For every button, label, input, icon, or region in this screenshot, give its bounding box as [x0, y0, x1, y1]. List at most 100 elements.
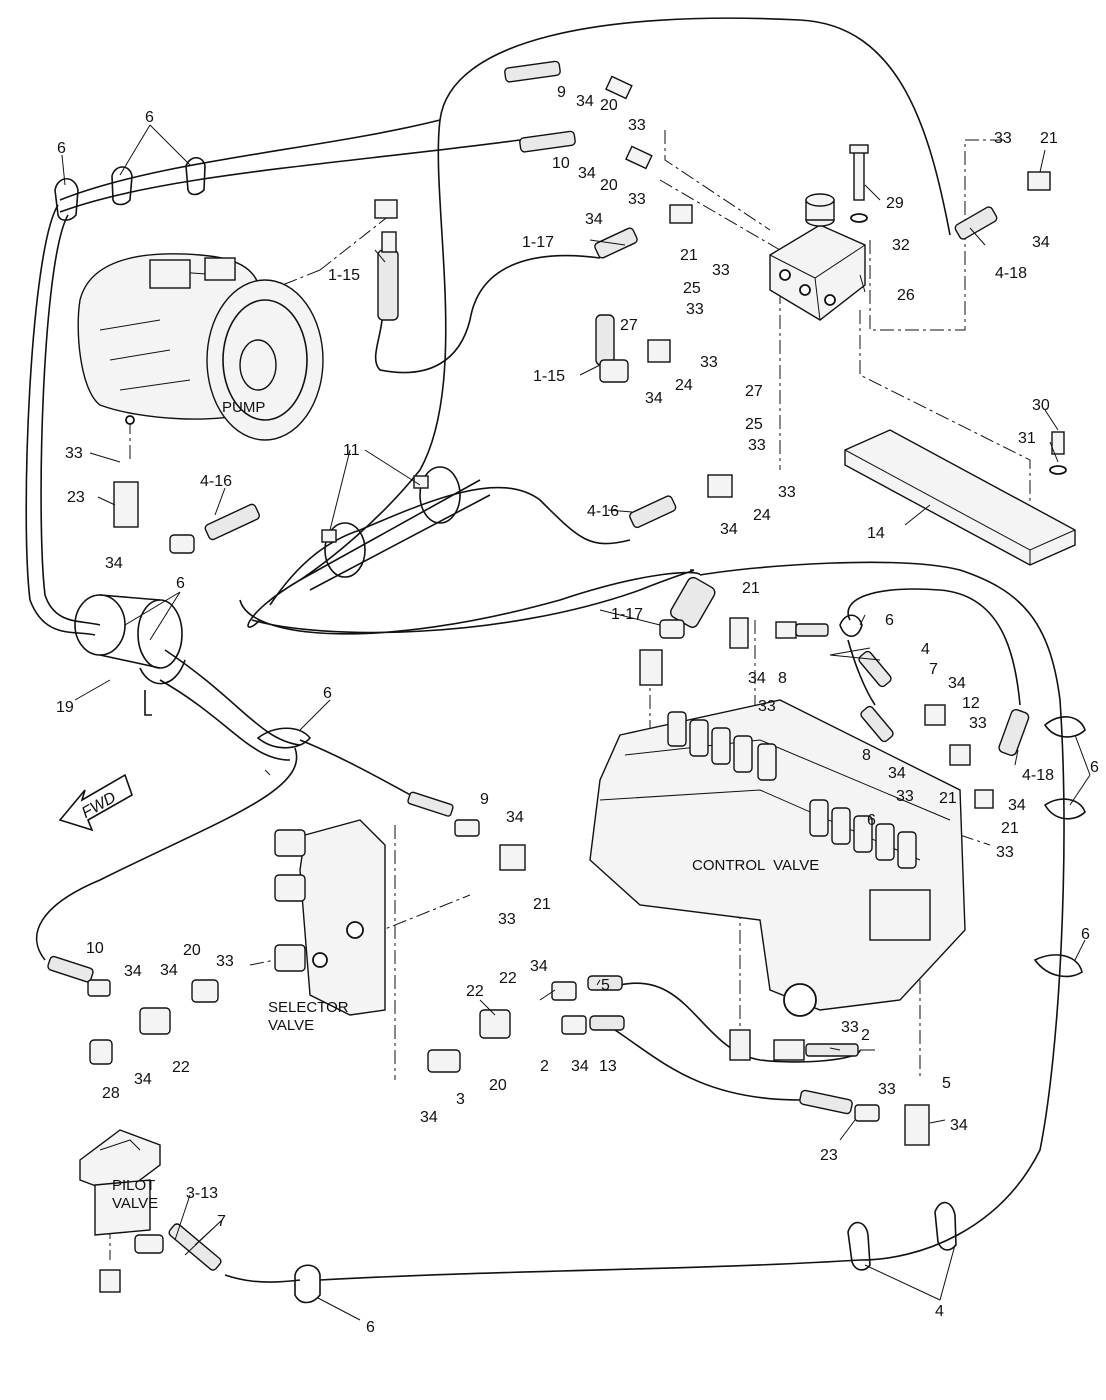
- callout: 1-17: [611, 606, 643, 623]
- callout: 6: [145, 109, 154, 126]
- callout: 33: [758, 698, 776, 715]
- callout: 10: [552, 155, 570, 172]
- callout: 7: [217, 1213, 226, 1230]
- callout: 1-17: [522, 234, 554, 251]
- callout: 3-13: [186, 1185, 218, 1202]
- callout: 33: [748, 437, 766, 454]
- callout: 33: [216, 953, 234, 970]
- callout: 28: [102, 1085, 120, 1102]
- callout: 21: [1001, 820, 1019, 837]
- callout: 34: [576, 93, 594, 110]
- callout: 33: [65, 445, 83, 462]
- callout: 24: [753, 507, 771, 524]
- callout: 6: [57, 140, 66, 157]
- callout: 33: [841, 1019, 859, 1036]
- callout: 21: [742, 580, 760, 597]
- callout: 33: [969, 715, 987, 732]
- callout: 33: [778, 484, 796, 501]
- callout: 20: [489, 1077, 507, 1094]
- callout: 34: [1008, 797, 1026, 814]
- callout: 4: [921, 641, 930, 658]
- component-labels: PUMP CONTROL VALVE SELECTOR VALVE PILOT …: [112, 399, 819, 1212]
- bolts: [849, 144, 1067, 475]
- selector-valve-label-line1: SELECTOR: [268, 999, 349, 1016]
- hose-routing: [25, 17, 1065, 1283]
- callout: 29: [886, 195, 904, 212]
- callout: 25: [683, 280, 701, 297]
- callout: 4: [935, 1303, 944, 1320]
- callout: 8: [862, 747, 871, 764]
- hose-clamps: [299, 466, 491, 591]
- callout: 4-16: [587, 503, 619, 520]
- callout: 8: [778, 670, 787, 687]
- callout: 34: [950, 1117, 968, 1134]
- callout: 33: [712, 262, 730, 279]
- selector-valve-assembly: [274, 819, 386, 1016]
- callout: 30: [1032, 397, 1050, 414]
- callout: 34: [571, 1058, 589, 1075]
- pump-label: PUMP: [222, 399, 265, 416]
- callout: 13: [599, 1058, 617, 1075]
- pilot-valve-label-line1: PILOT: [112, 1177, 155, 1194]
- callout: 26: [897, 287, 915, 304]
- selector-valve-label-line2: VALVE: [268, 1017, 314, 1034]
- callout: 19: [56, 699, 74, 716]
- callout: 22: [466, 983, 484, 1000]
- callout: 27: [745, 383, 763, 400]
- callout: 20: [183, 942, 201, 959]
- callout: 34: [578, 165, 596, 182]
- callout: 33: [896, 788, 914, 805]
- callout: 6: [176, 575, 185, 592]
- callout: 34: [645, 390, 663, 407]
- callout: 25: [745, 416, 763, 433]
- callout: 23: [820, 1147, 838, 1164]
- callout: 21: [939, 790, 957, 807]
- callout: 6: [323, 685, 332, 702]
- callout: 3: [456, 1091, 465, 1108]
- callout: 4-16: [200, 473, 232, 490]
- manifold-block: [769, 193, 866, 321]
- callout: 33: [878, 1081, 896, 1098]
- callout: 5: [601, 977, 610, 994]
- callout: 33: [996, 844, 1014, 861]
- callout: 7: [929, 661, 938, 678]
- callout: 34: [134, 1071, 152, 1088]
- callout: 34: [506, 809, 524, 826]
- pilot-valve-label-line2: VALVE: [112, 1195, 158, 1212]
- callout: 27: [620, 317, 638, 334]
- callout: 33: [628, 191, 646, 208]
- mounting-plate: [844, 429, 1076, 566]
- callout: 4-18: [995, 265, 1027, 282]
- callout: 34: [420, 1109, 438, 1126]
- callout: 33: [994, 130, 1012, 147]
- callout: 34: [160, 962, 178, 979]
- callout: 9: [480, 791, 489, 808]
- callout: 23: [67, 489, 85, 506]
- callout: 22: [499, 970, 517, 987]
- callout: 32: [892, 237, 910, 254]
- callout: 6: [1090, 759, 1099, 776]
- callout: 34: [748, 670, 766, 687]
- hose-clips: [54, 156, 1086, 1304]
- callout: 33: [700, 354, 718, 371]
- callout: 6: [1081, 926, 1090, 943]
- callout: 6: [366, 1319, 375, 1336]
- callout: 20: [600, 97, 618, 114]
- callout: 21: [680, 247, 698, 264]
- callout: 1-15: [533, 368, 565, 385]
- callout: 33: [628, 117, 646, 134]
- callout: 9: [557, 84, 566, 101]
- pump-assembly: [77, 253, 324, 441]
- callout: 14: [867, 525, 885, 542]
- pilot-valve-assembly: [79, 1129, 161, 1293]
- callout: 6: [885, 612, 894, 629]
- control-valve-label: CONTROL VALVE: [692, 857, 819, 874]
- callout: 34: [124, 963, 142, 980]
- callout: 21: [533, 896, 551, 913]
- callout: 5: [942, 1075, 951, 1092]
- callout: 1-15: [328, 267, 360, 284]
- callout: 34: [585, 211, 603, 228]
- callout: 31: [1018, 430, 1036, 447]
- callout-labels: 9 34 20 33 10 34 20 33 6 6 33 21 29 32 3…: [56, 84, 1099, 1336]
- callout: 34: [530, 958, 548, 975]
